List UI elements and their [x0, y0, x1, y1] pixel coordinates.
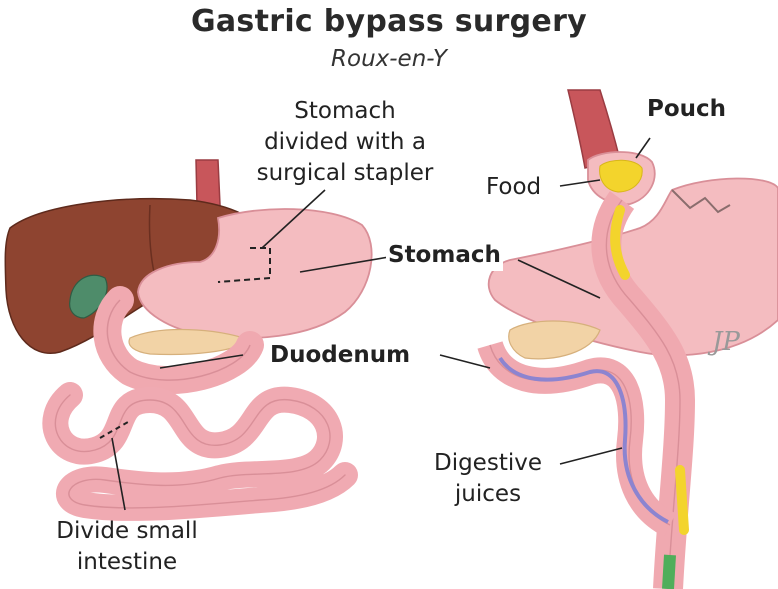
label-digestive-juices: Digestive juices: [418, 448, 558, 510]
label-stapler-line-1: Stomach: [232, 96, 458, 127]
right-pancreas: [509, 321, 600, 359]
label-stapler: Stomach divided with a surgical stapler: [232, 96, 458, 189]
artist-signature: JP: [707, 327, 740, 357]
left-anatomy: [5, 160, 371, 508]
page-subtitle: Roux-en-Y: [0, 46, 778, 72]
label-stomach: Stomach: [386, 240, 503, 271]
small-intestine: [55, 395, 345, 508]
label-stapler-line-2: divided with a: [232, 127, 458, 158]
label-juices-line-1: Digestive: [418, 448, 558, 479]
label-stapler-line-3: surgical stapler: [232, 158, 458, 189]
label-intestine: Divide small intestine: [22, 516, 232, 578]
label-food: Food: [484, 172, 543, 203]
label-intestine-line-1: Divide small: [22, 516, 232, 547]
label-pouch: Pouch: [645, 94, 728, 125]
label-intestine-line-2: intestine: [22, 547, 232, 578]
page-title: Gastric bypass surgery: [0, 4, 778, 39]
label-juices-line-2: juices: [418, 479, 558, 510]
label-duodenum: Duodenum: [268, 340, 412, 371]
right-anatomy: JP: [489, 90, 778, 589]
